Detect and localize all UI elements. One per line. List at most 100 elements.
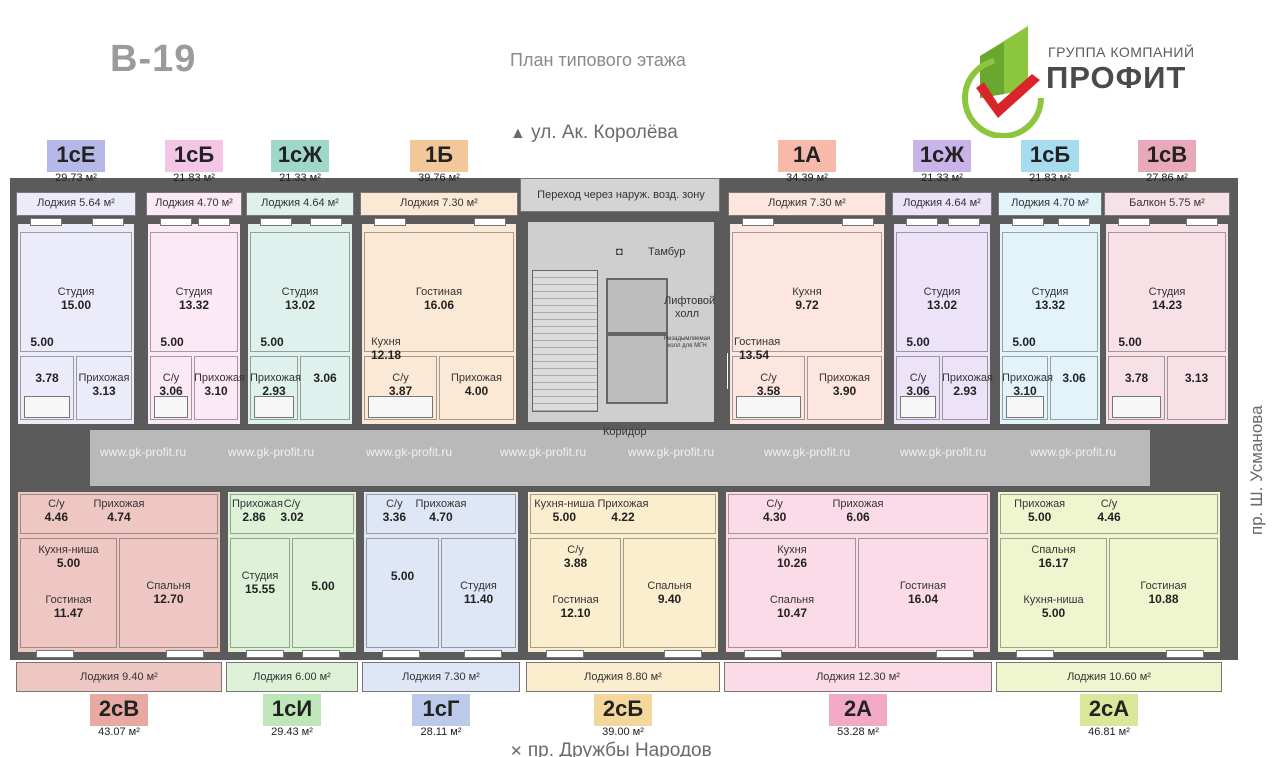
top-apt-5-room-area-1: 5.00 — [906, 335, 930, 349]
bot-apt-4-room-area-0: 4.30 — [762, 510, 787, 524]
top-apt-4-room-area-1: 13.54 — [738, 348, 770, 362]
bot-apt-2-room-area-3: 11.40 — [463, 592, 494, 606]
bot-apt-1-entry-zone — [230, 494, 354, 534]
bot-apt-3-area: 39.00 м² — [602, 726, 644, 738]
top-apt-7-room-area-2: 3.13 — [1184, 371, 1209, 385]
corridor — [90, 430, 1150, 486]
bot-apt-0-second-room — [119, 538, 218, 648]
bot-apt-2-code: 1сГ — [412, 694, 470, 726]
bot-apt-0-room-name-1: Прихожая — [93, 498, 145, 510]
north-arrow-icon: ▲ — [510, 125, 526, 142]
bot-apt-4-room-area-4: 16.04 — [907, 592, 939, 606]
street-right: пр. Ш. Усманова — [1240, 330, 1270, 540]
top-apt-6-room-area-1: 5.00 — [1012, 335, 1036, 349]
top-apt-6-main-room — [1002, 232, 1098, 352]
top-apt-2-balcony: Лоджия 4.64 м² — [246, 192, 354, 216]
top-apt-1-balcony: Лоджия 4.70 м² — [146, 192, 242, 216]
bot-apt-2-balcony: Лоджия 7.30 м² — [362, 662, 520, 692]
top-apt-6-room-name-3: Прихожая — [1002, 372, 1053, 384]
top-apt-4-area: 34.39 м² — [786, 172, 828, 184]
top-apt-0-main-room — [20, 232, 132, 352]
top-apt-5-window-1 — [906, 218, 938, 226]
bot-apt-1-room-area-0: 2.86 — [242, 510, 266, 524]
bot-apt-1-room-name-2: Студия — [241, 570, 279, 582]
top-apt-3-room-area-0: 16.06 — [423, 298, 455, 312]
bot-apt-4-window-2 — [936, 650, 974, 658]
street-top-label: ул. Ак. Королёва — [531, 122, 678, 143]
bot-apt-3-room-area-2: 3.88 — [563, 556, 588, 570]
top-apt-7-room-area-3: 3.78 — [1124, 371, 1149, 385]
bot-apt-3-room-name-0: Кухня-ниша — [534, 498, 595, 510]
bot-apt-1-room-name-1: С/у — [283, 498, 301, 510]
top-apt-2-code: 1сЖ — [271, 140, 329, 172]
bot-apt-3-room-area-1: 4.22 — [611, 510, 635, 524]
bot-apt-4-room-area-2: 10.26 — [776, 556, 808, 570]
top-apt-5-room-name-0: Студия — [923, 286, 961, 298]
bot-apt-3-entry-zone — [530, 494, 716, 534]
top-apt-1-room-area-0: 13.32 — [178, 298, 210, 312]
top-apt-0-room-area-0: 15.00 — [60, 298, 92, 312]
top-apt-5-room-area-3: 3.06 — [906, 384, 930, 398]
top-apt-2-room-area-3: 2.93 — [262, 384, 286, 398]
top-apt-5-main-room — [896, 232, 988, 352]
top-apt-2-room-2: 3.06 — [300, 372, 350, 385]
top-apt-2-area: 21.33 м² — [279, 172, 321, 184]
top-apt-4-wet-room — [732, 356, 805, 420]
bot-apt-0-room-name-4: Спальня — [146, 580, 191, 592]
corridor-label: Коридор — [603, 426, 647, 438]
bot-apt-2-room-area-2: 5.00 — [390, 569, 415, 583]
top-apt-1-window-2 — [198, 218, 230, 226]
bot-apt-5-room-area-3: 5.00 — [1041, 606, 1066, 620]
top-apt-7-room-3: 3.78 — [1108, 372, 1165, 385]
bot-apt-3-window-2 — [664, 650, 702, 658]
top-apt-5-room-area-2: 2.93 — [953, 384, 977, 398]
bot-apt-4-balcony: Лоджия 12.30 м² — [724, 662, 992, 692]
bot-apt-3-balcony: Лоджия 8.80 м² — [526, 662, 720, 692]
top-apt-5-room-name-2: Прихожая — [942, 372, 993, 384]
bot-apt-5-main-room — [1000, 538, 1107, 648]
top-apt-2-body — [246, 222, 354, 426]
top-apt-0-room-name-2: Прихожая — [78, 372, 130, 384]
bot-apt-4-code: 2А — [829, 694, 887, 726]
top-apt-7-room-area-0: 14.23 — [1151, 298, 1183, 312]
bot-apt-0-room-name-3: Гостиная — [45, 594, 92, 606]
bot-apt-2-room-area-0: 3.36 — [382, 510, 406, 524]
core-transition: Переход через наруж. возд. зону — [520, 178, 720, 212]
top-apt-2-room-name-3: Прихожая — [250, 372, 301, 384]
bot-apt-2-room-name-0: С/у — [386, 498, 403, 510]
bot-apt-4-room-name-2: Кухня — [777, 544, 807, 556]
top-apt-7-area: 27.86 м² — [1146, 172, 1188, 184]
top-apt-4-window-1 — [742, 218, 774, 226]
vestibule-icon: ◘ — [616, 246, 623, 258]
bot-apt-1-room-area-1: 3.02 — [280, 510, 304, 524]
top-apt-6-room-area-2: 3.06 — [1062, 371, 1086, 385]
bot-apt-0-entry-zone — [20, 494, 218, 534]
bot-apt-4-room-name-4: Гостиная — [899, 580, 947, 592]
top-apt-6-room-area-0: 13.32 — [1034, 298, 1066, 312]
logo-name: ПРОФИТ — [1046, 60, 1187, 95]
bot-apt-4-window-1 — [744, 650, 782, 658]
top-apt-7-wet-room — [1108, 356, 1165, 420]
top-apt-4-window-2 — [842, 218, 874, 226]
top-apt-2-room-area-1: 5.00 — [260, 335, 284, 349]
top-apt-7-bath-fixture — [1112, 396, 1161, 418]
top-apt-2-room-area-2: 3.06 — [313, 371, 337, 385]
top-apt-2-hall — [300, 356, 350, 420]
top-apt-6-code: 1сБ — [1021, 140, 1079, 172]
bot-apt-0-balcony: Лоджия 9.40 м² — [16, 662, 222, 692]
bot-apt-3-main-room — [530, 538, 621, 648]
top-apt-5-balcony: Лоджия 4.64 м² — [892, 192, 992, 216]
